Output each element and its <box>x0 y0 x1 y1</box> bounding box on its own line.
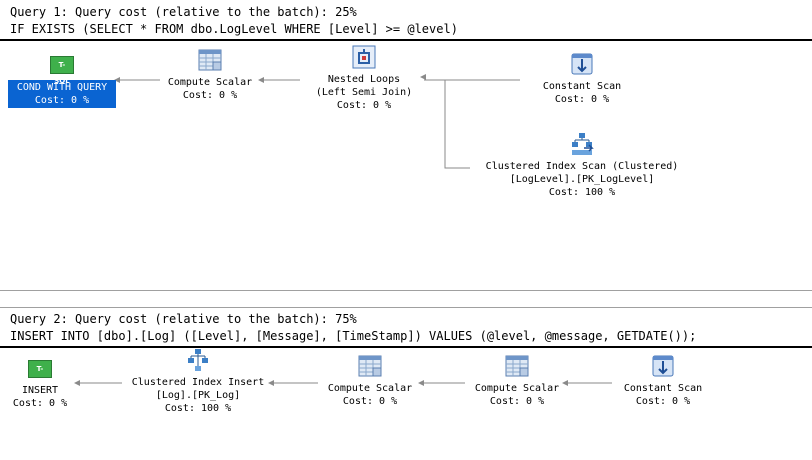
constant-scan-icon <box>571 53 593 75</box>
query2-arrows <box>74 380 612 386</box>
query1-pane: Query 1: Query cost (relative to the bat… <box>0 0 812 199</box>
nested-loops-label: Nested Loops(Left Semi Join)Cost: 0 % <box>315 74 413 111</box>
clustered-index-scan-label: Clustered Index Scan (Clustered)[LogLeve… <box>485 161 679 198</box>
clustered-index-insert-label: Clustered Index Insert[Log].[PK_Log]Cost… <box>131 377 265 414</box>
clustered-index-scan-icon <box>572 133 594 155</box>
query1-header: Query 1: Query cost (relative to the bat… <box>0 0 812 36</box>
compute-scalar-icon <box>198 49 222 71</box>
pane-splitter[interactable] <box>0 290 812 308</box>
clustered-index-insert-icon <box>188 349 208 371</box>
clustered-index-scan-node[interactable]: Clustered Index Scan (Clustered)[LogLeve… <box>470 132 694 199</box>
constant-scan-icon <box>652 355 674 377</box>
query2-separator <box>0 346 812 348</box>
nested-loops-node[interactable]: Nested Loops(Left Semi Join)Cost: 0 % <box>300 45 428 112</box>
query2-pane: Query 2: Query cost (relative to the bat… <box>0 308 812 460</box>
query1-sql: IF EXISTS (SELECT * FROM dbo.LogLevel WH… <box>10 22 458 36</box>
query2-cost-line: Query 2: Query cost (relative to the bat… <box>10 312 357 326</box>
compute-scalar-icon <box>505 355 529 377</box>
clustered-index-insert-node[interactable]: Clustered Index Insert[Log].[PK_Log]Cost… <box>120 348 276 415</box>
query1-cost-line: Query 1: Query cost (relative to the bat… <box>10 5 357 19</box>
query1-separator <box>0 39 812 41</box>
tsql-icon: T-SQL <box>50 56 74 85</box>
compute-scalar-icon <box>358 355 382 377</box>
tsql-icon: T-SQL <box>28 360 52 389</box>
nested-loops-icon <box>352 45 376 69</box>
query2-header: Query 2: Query cost (relative to the bat… <box>0 308 812 343</box>
query2-sql: INSERT INTO [dbo].[Log] ([Level], [Messa… <box>10 329 697 343</box>
query1-arrows <box>114 74 520 169</box>
